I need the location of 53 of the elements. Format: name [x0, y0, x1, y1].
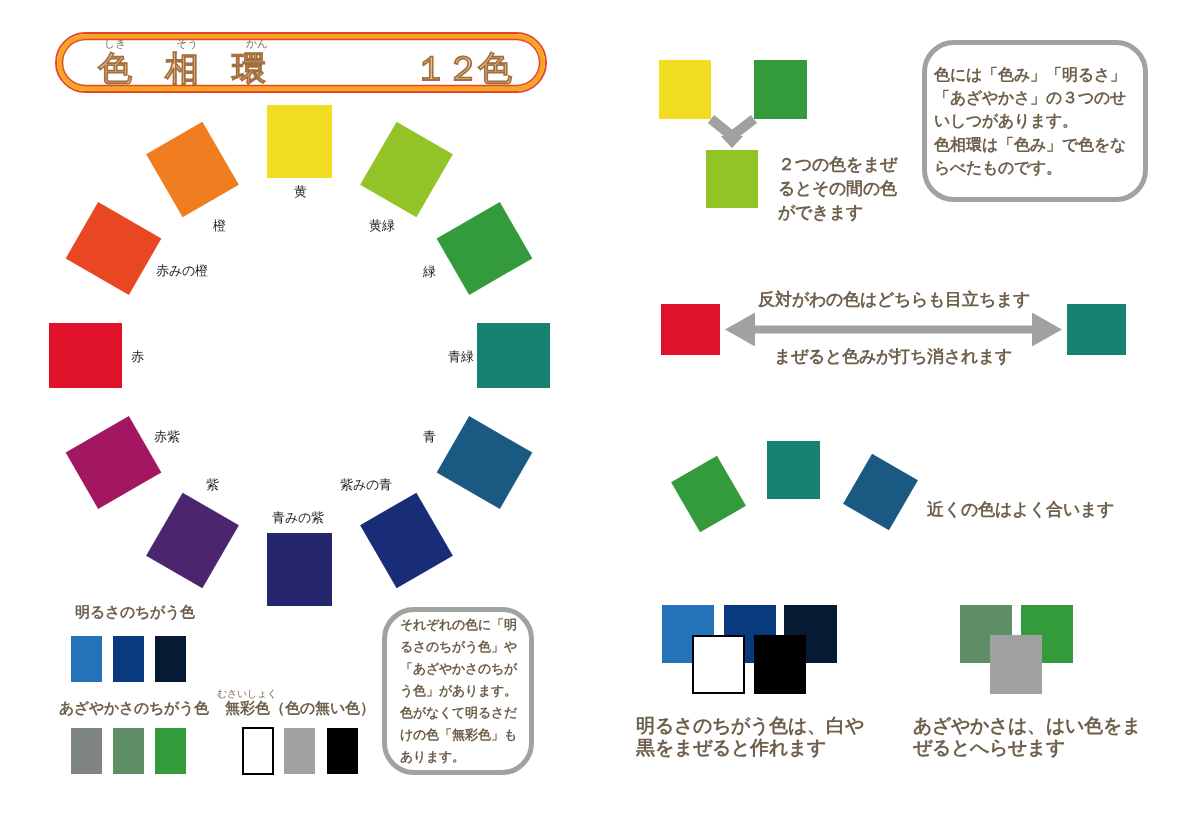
double-arrow: [725, 312, 1062, 347]
color-square: [754, 60, 807, 119]
color-name: 紫: [205, 477, 219, 493]
color-square: [71, 636, 102, 682]
color-name: 黄緑: [369, 218, 395, 234]
color-square: [155, 728, 186, 774]
color-square: [242, 727, 274, 775]
color-name: 緑: [422, 264, 436, 280]
furigana: そう: [176, 36, 198, 50]
color-name: 赤紫: [154, 429, 180, 445]
color-name: 青みの紫: [272, 510, 324, 526]
hue-square: [48, 322, 122, 388]
caption: ２つの色をまぜるとその間の色ができます: [778, 153, 899, 224]
hue-square: [266, 104, 332, 178]
caption: あざやかさは、はい色をまぜるとへらせます: [913, 715, 1142, 759]
note-text: 色相環は「色み」で色をならべたものです。: [934, 133, 1127, 179]
edge-label: 反対がわの色はどちらも目立ちます: [754, 288, 1033, 309]
furigana: むさいしょく: [217, 688, 277, 700]
color-square: [113, 728, 144, 774]
color-square: [155, 636, 186, 682]
color-square: [706, 150, 758, 208]
hue-square: [266, 532, 332, 606]
note-box: [922, 40, 1148, 202]
color-square: [1067, 304, 1126, 355]
title: 色相環 １２色: [98, 51, 510, 85]
note-text: 色には「色み」「明るさ」「あざやかさ」の３つのせいしつがあります。: [934, 64, 1127, 133]
color-square: [659, 60, 711, 119]
caption: 明るさのちがう色は、白や黒をまぜると作れます: [636, 715, 865, 759]
color-square: [284, 728, 315, 774]
color-name: 青緑: [448, 349, 474, 365]
note-box: [382, 607, 534, 775]
heading: 無彩色（色の無い色）: [225, 699, 375, 717]
hue-square: [476, 322, 550, 388]
color-name: 青: [422, 429, 436, 445]
overlapping-squares-drawing: [960, 605, 1073, 694]
chevron-arrow: [721, 115, 758, 148]
color-square: [661, 304, 720, 355]
color-square: [767, 441, 820, 499]
furigana: かん: [246, 36, 268, 50]
color-name: 橙: [212, 218, 226, 234]
color-square: [71, 728, 102, 774]
color-square: [113, 636, 144, 682]
color-name: 赤: [130, 349, 144, 365]
color-name: 赤みの橙: [156, 263, 208, 279]
color-name: 黄: [293, 184, 307, 200]
caption: まぜると色みが打ち消されます: [774, 346, 1012, 366]
note-text: それぞれの色に「明るさのちがう色」や「あざやかさのちがう色」があります。色がなくて明るさだけの色「無彩色」もあります。: [400, 616, 519, 766]
heading: あざやかさのちがう色: [59, 699, 209, 717]
overlapping-squares-drawing: [662, 605, 837, 694]
heading: 明るさのちがう色: [75, 603, 195, 621]
furigana: しき: [104, 36, 126, 50]
color-square: [327, 728, 358, 774]
color-name: 紫みの青: [340, 477, 392, 493]
